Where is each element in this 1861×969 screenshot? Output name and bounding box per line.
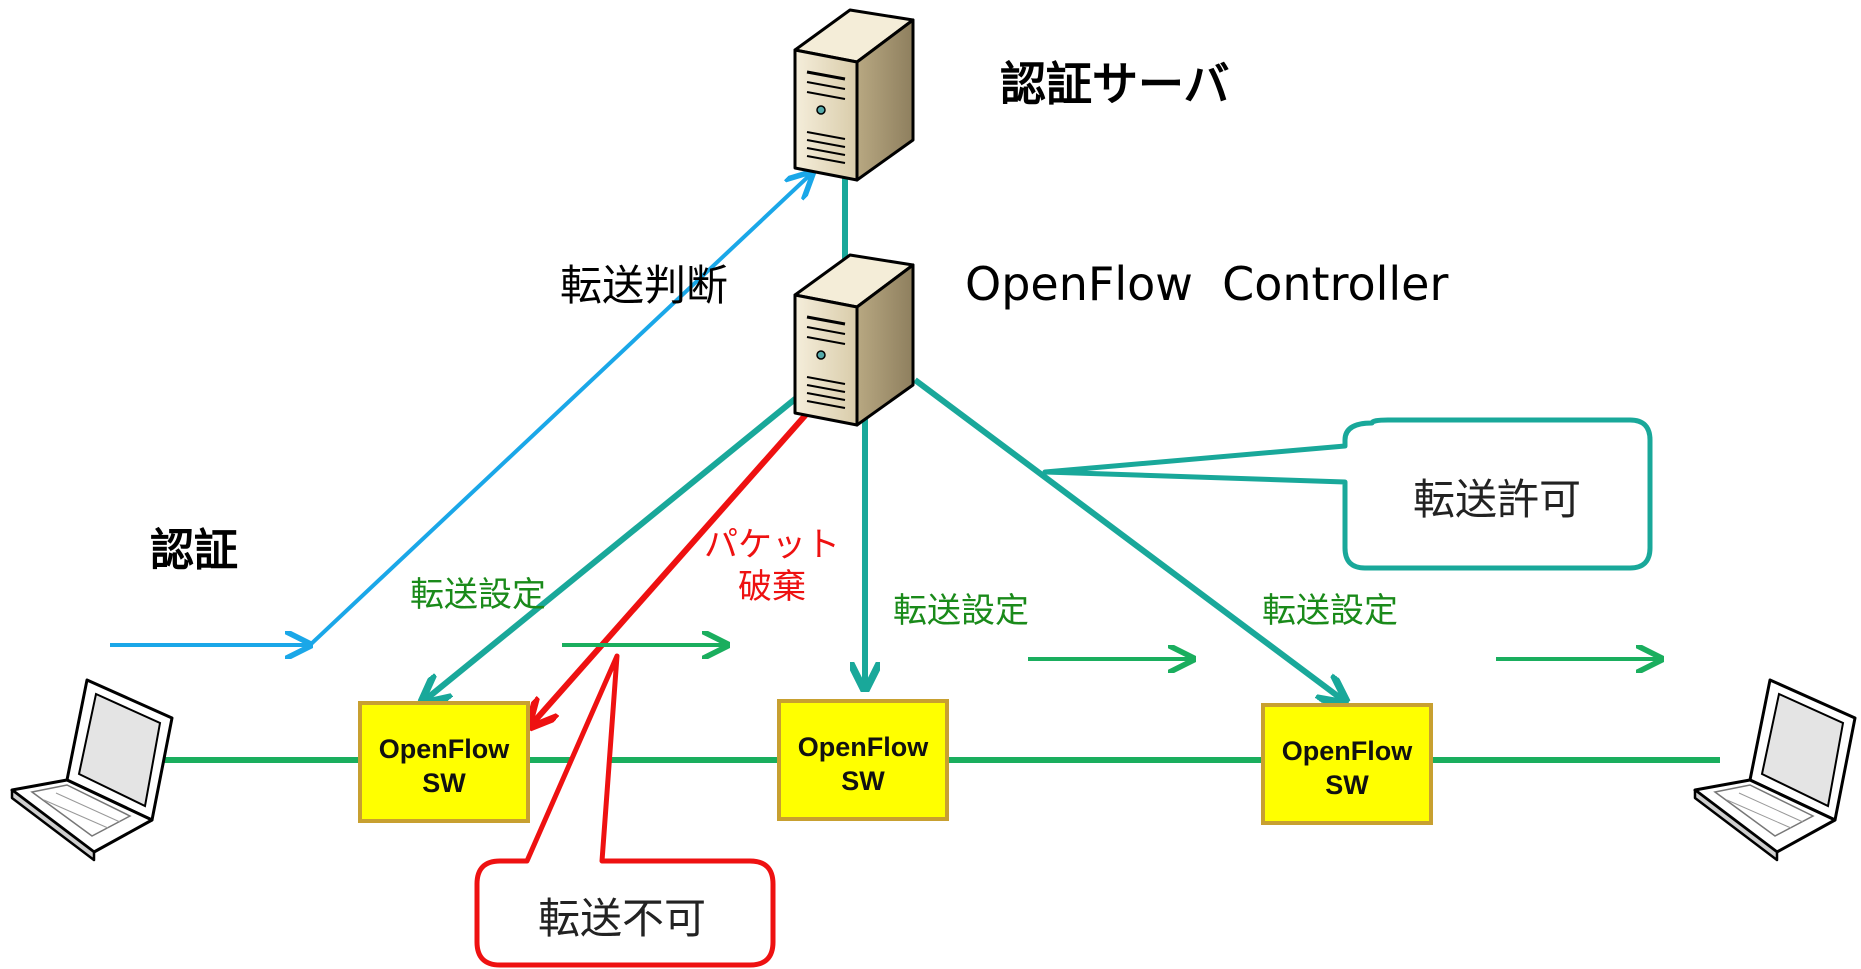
forward-decision-label: 転送判断 [560,261,728,310]
auth-server-label: 認証サーバ [1000,57,1230,111]
controller-server-icon [793,253,915,427]
auth-server-icon [793,8,915,182]
forward-setting-label-1: 転送設定 [410,575,546,615]
forward-setting-label-2: 転送設定 [893,591,1029,631]
switch-2-line2: SW [841,766,885,796]
auth-forward-arrow [308,173,812,647]
auth-label: 認証 [150,525,238,576]
controller-to-sw3-arrow [913,377,1343,700]
switch-2-line1: OpenFlow [798,732,929,762]
permit-callout: 転送許可 [1042,417,1653,571]
packet-discard-label-line2: 破棄 [738,567,806,607]
laptop-right-icon [1693,678,1857,862]
switch-1-line1: OpenFlow [379,734,510,764]
openflow-switch-3: OpenFlow SW [1261,703,1433,825]
packet-discard-label-line1: パケット [704,525,840,565]
openflow-switch-1: OpenFlow SW [358,701,530,823]
controller-label: OpenFlow Controller [965,257,1448,311]
controller-to-sw1-arrow [425,392,802,700]
switch-1-line2: SW [422,768,466,798]
switch-3-line2: SW [1325,770,1369,800]
deny-callout-label: 転送不可 [538,894,706,943]
deny-callout: 転送不可 [474,653,776,968]
permit-callout-label: 転送許可 [1413,475,1581,524]
forward-setting-label-3: 転送設定 [1262,591,1398,631]
openflow-switch-2: OpenFlow SW [777,699,949,821]
packet-discard-arrow [532,408,813,724]
switch-3-line1: OpenFlow [1282,736,1413,766]
laptop-left-icon [10,678,174,862]
